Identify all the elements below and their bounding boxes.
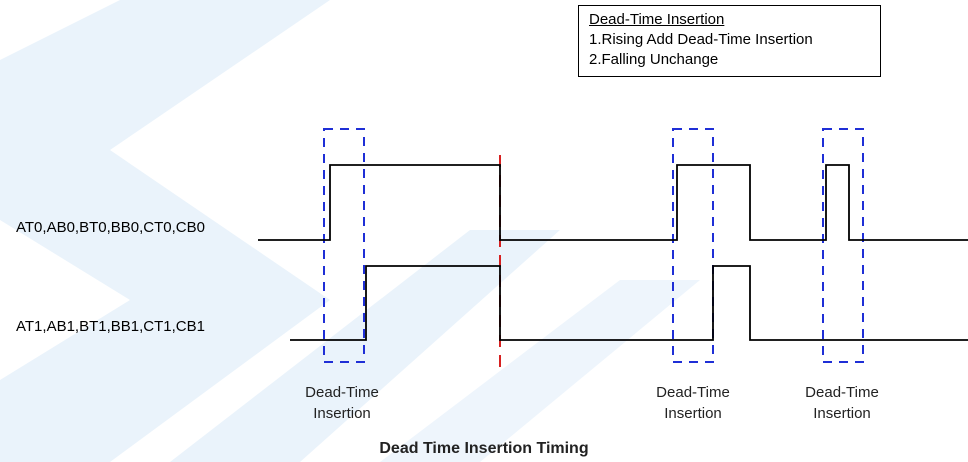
dead-time-label-2-line1: Dead-Time <box>656 384 730 401</box>
dead-time-label-1: Dead-Time Insertion <box>292 382 392 424</box>
legend-box: Dead-Time Insertion 1.Rising Add Dead-Ti… <box>578 5 881 77</box>
dead-time-box-3 <box>822 128 864 363</box>
dead-time-label-2-line2: Insertion <box>664 405 722 422</box>
signal-label-0: AT0,AB0,BT0,BB0,CT0,CB0 <box>16 219 205 236</box>
watermark-chevron-left <box>0 0 330 462</box>
legend-title: Dead-Time Insertion <box>589 11 725 28</box>
watermark-stripe-right <box>380 280 700 462</box>
dead-time-label-1-line1: Dead-Time <box>305 384 379 401</box>
dead-time-box-2 <box>672 128 714 363</box>
legend-item-rising: 1.Rising Add Dead-Time Insertion <box>589 31 813 48</box>
dead-time-box-1 <box>323 128 365 363</box>
dead-time-label-3-line2: Insertion <box>813 405 871 422</box>
dead-time-label-2: Dead-Time Insertion <box>643 382 743 424</box>
diagram-caption: Dead Time Insertion Timing <box>379 440 589 457</box>
dead-time-label-1-line2: Insertion <box>313 405 371 422</box>
waveform-0 <box>258 164 968 241</box>
legend-item-falling: 2.Falling Unchange <box>589 51 719 68</box>
waveform-1 <box>290 265 968 341</box>
dead-time-label-3: Dead-Time Insertion <box>792 382 892 424</box>
signal-label-1: AT1,AB1,BT1,BB1,CT1,CB1 <box>16 318 205 335</box>
dead-time-label-3-line1: Dead-Time <box>805 384 879 401</box>
